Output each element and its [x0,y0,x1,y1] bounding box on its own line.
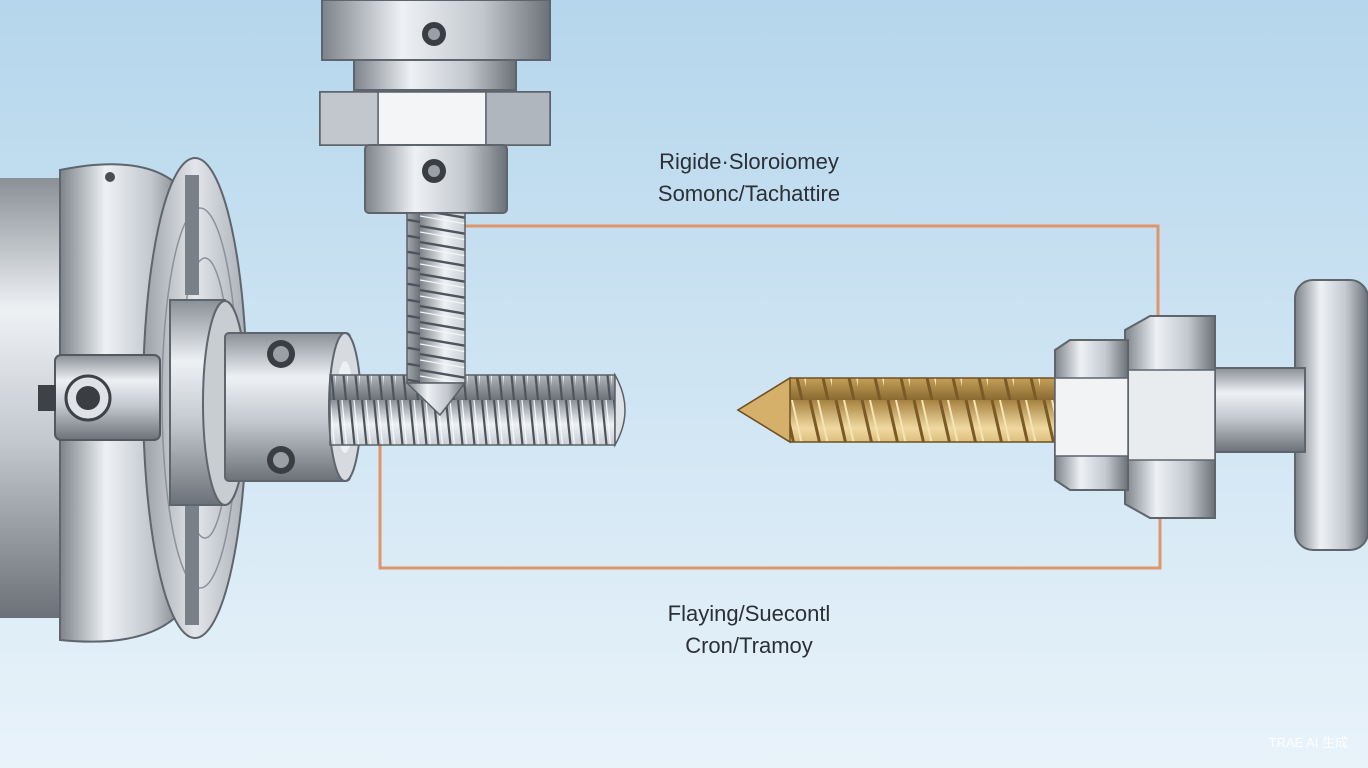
lathe-chuck-icon [0,157,362,643]
tailstock-icon [1054,279,1368,551]
bottom-label: Flaying/Suecontl Cron/Tramoy [569,598,929,662]
top-label: Rigide·Sloroiomey Somonc/Tachattire [569,146,929,210]
top-label-line2: Somonc/Tachattire [657,181,841,206]
vertical-spindle-icon [319,0,551,417]
bottom-label-line1: Flaying/Suecontl [667,601,831,626]
connector-lines [378,224,1162,570]
watermark: TRAE AI 生成 [1268,735,1348,750]
top-label-line1: Rigide·Sloroiomey [659,149,839,174]
bottom-label-line2: Cron/Tramoy [685,633,813,658]
threaded-workpiece-icon [329,372,626,448]
drill-bit-icon [736,376,1059,444]
